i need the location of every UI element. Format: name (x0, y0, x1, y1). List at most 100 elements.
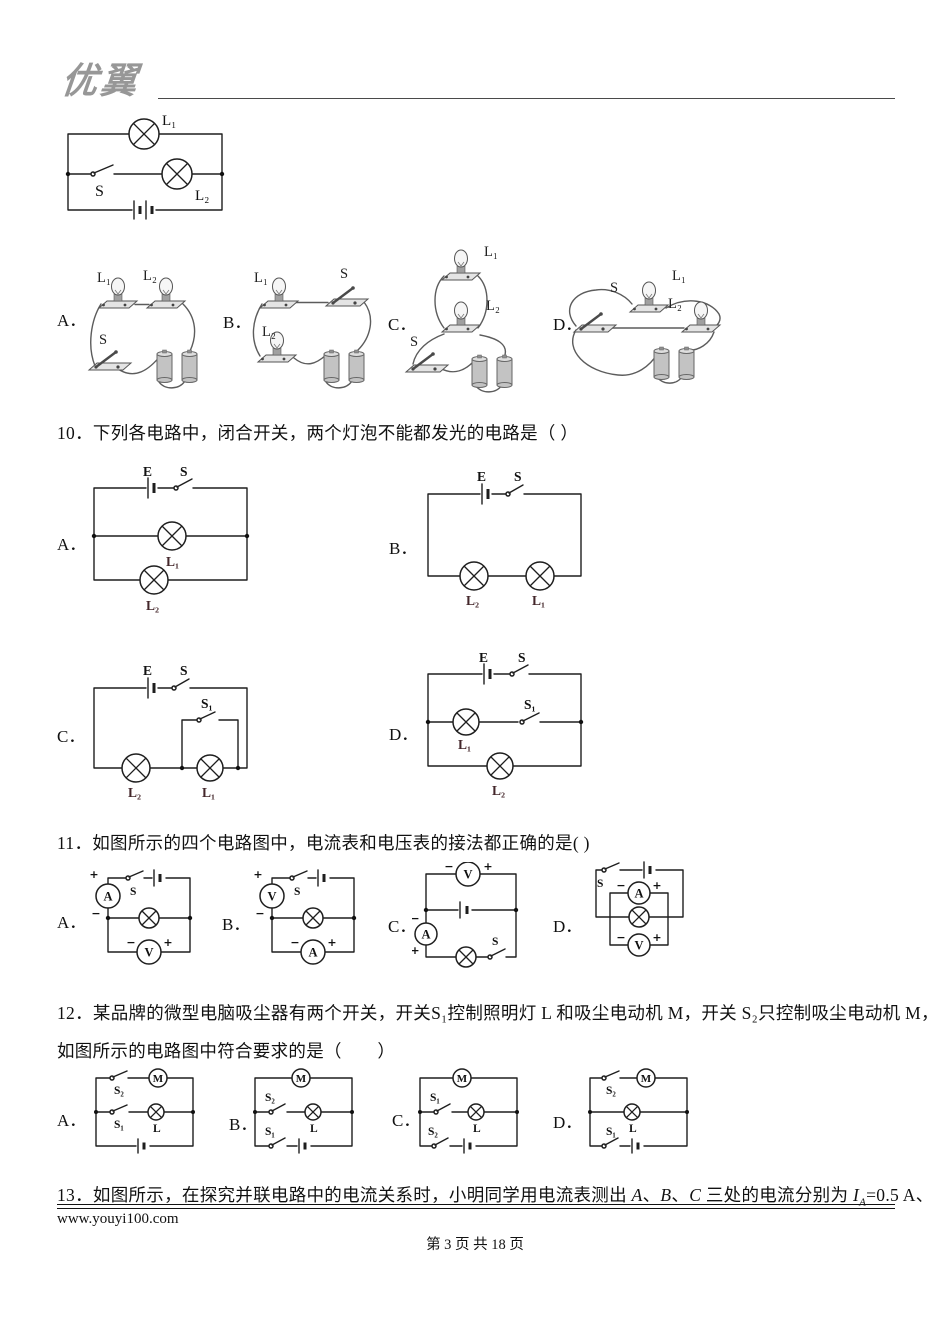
bulb-symbol (455, 946, 477, 968)
battery-symbol (137, 1138, 146, 1154)
label-s2: S₂ (265, 1092, 275, 1104)
label-minus: − (290, 936, 299, 949)
q10-option-label-d: D． (389, 725, 419, 744)
bulb-symbol-l1 (128, 118, 160, 150)
battery-symbol (631, 1138, 640, 1154)
switch-symbol (173, 478, 193, 491)
label-l1: L₁ (166, 554, 179, 569)
label-minus: − (616, 931, 625, 944)
switch-symbol (90, 164, 114, 177)
svg-text:V: V (267, 890, 276, 904)
svg-text:V: V (144, 946, 153, 960)
label-l: L (473, 1123, 481, 1135)
label-minus: − (255, 907, 264, 920)
label-s1: S₁ (524, 697, 536, 712)
label-plus: + (327, 936, 336, 949)
switch-symbol (505, 484, 524, 497)
q11-circuit-d: S A − + V − + (595, 861, 684, 957)
voltmeter-symbol: V (455, 862, 481, 887)
bulb-symbol-l1 (157, 521, 187, 551)
svg-text:V: V (634, 939, 643, 953)
q11-option-label-b: B． (222, 915, 251, 934)
q11-circuit-b: V A + − S − + (253, 868, 357, 965)
question-12-text-line2: 如图所示的电路图中符合要求的是（ ） (57, 1041, 396, 1061)
label-l2: L₂ (492, 783, 505, 798)
q12-circuit-d: S₂ M L S₁ (588, 1068, 689, 1154)
motor-symbol: M (291, 1068, 311, 1088)
q10-option-label-a: A． (57, 535, 87, 554)
q11-option-label-d: D． (553, 917, 583, 936)
battery-symbol (147, 477, 156, 499)
q11-circuit-c: V − + A − + S (412, 862, 519, 968)
bulb-symbol-l1 (196, 754, 224, 782)
label-l1: L₁ (672, 268, 686, 284)
bulb-symbol (304, 1103, 322, 1121)
q13-subscript: A (859, 1196, 867, 1209)
q10-option-label-c: C． (57, 727, 86, 746)
ammeter-symbol: A (300, 939, 326, 965)
label-plus: + (89, 868, 98, 881)
q13-var-b: B (660, 1185, 672, 1205)
label-minus: − (91, 907, 100, 920)
question-11-text: 11．如图所示的四个电路图中，电流表和电压表的接法都正确的是( ) (57, 833, 590, 853)
switch-symbol-s1 (519, 712, 540, 725)
label-plus: + (253, 868, 262, 881)
bulb-symbol (467, 1103, 485, 1121)
label-s: S (514, 469, 522, 484)
label-l: L (310, 1123, 318, 1135)
label-l: L (629, 1123, 637, 1135)
q9-circuit-a: L₁ L₂ S (87, 268, 198, 389)
q13-var-i: I (852, 1185, 860, 1205)
q13-segment: =0.5 A、 (866, 1185, 934, 1205)
ammeter-symbol: A (95, 883, 121, 909)
bulb-symbol (623, 1103, 641, 1121)
header-rule (158, 98, 895, 99)
label-s2: S₂ (428, 1126, 438, 1138)
svg-text:M: M (457, 1073, 468, 1085)
battery-symbol (147, 677, 156, 699)
label-l1: L₁ (254, 270, 268, 286)
label-s1: S₁ (430, 1092, 440, 1104)
switch-symbol-s1 (196, 711, 216, 723)
label-s: S (340, 266, 348, 282)
battery-symbol (481, 483, 490, 505)
bulb-symbol (138, 907, 160, 929)
label-s1: S₁ (606, 1126, 616, 1138)
label-s: S (95, 183, 104, 200)
footer-page-number: 第 3 页 共 18 页 (426, 1237, 524, 1253)
label-minus: − (444, 862, 453, 873)
ammeter-symbol: A (414, 922, 438, 946)
label-l1: L₁ (162, 113, 176, 129)
battery-symbol (133, 200, 154, 220)
switch-symbol-s1 (268, 1137, 286, 1149)
switch-symbol-s1 (433, 1103, 451, 1115)
q13-var-a: A (631, 1185, 643, 1205)
switch-symbol (289, 870, 308, 881)
motor-symbol: M (636, 1068, 656, 1088)
label-s2: S₂ (114, 1085, 124, 1097)
battery-symbol (153, 869, 162, 887)
battery-symbol (483, 663, 492, 685)
label-s: S (610, 280, 618, 296)
q13-segment: 13．如图所示，在探究并联电路中的电流关系时，小明同学用电流表测出 (57, 1185, 632, 1205)
bulb-symbol-l2 (459, 561, 489, 591)
battery-symbol (317, 869, 326, 887)
q12-circuit-b: M S₂ L S₁ (253, 1068, 354, 1154)
q13-segment: 三处的电流分别为 (701, 1185, 853, 1205)
label-l: L (153, 1123, 161, 1135)
q10-circuit-a: E S L₁ L₂ (91, 464, 250, 613)
footer-divider (57, 1204, 895, 1209)
q12-option-label-c: C． (392, 1111, 421, 1130)
bulb-symbol (628, 906, 650, 928)
bulb-symbol-l2 (121, 753, 151, 783)
label-l2: L₂ (668, 296, 682, 312)
label-s1: S₁ (265, 1126, 275, 1138)
label-s: S (130, 886, 136, 898)
label-plus: + (652, 879, 661, 892)
label-l1: L₁ (484, 244, 498, 260)
q9-option-label-c: C． (388, 315, 417, 334)
q9-option-label-b: B． (223, 313, 252, 332)
bulb-symbol-l1 (452, 708, 480, 736)
bulb-symbol-l2 (161, 158, 193, 190)
label-l1: L₁ (458, 737, 471, 752)
